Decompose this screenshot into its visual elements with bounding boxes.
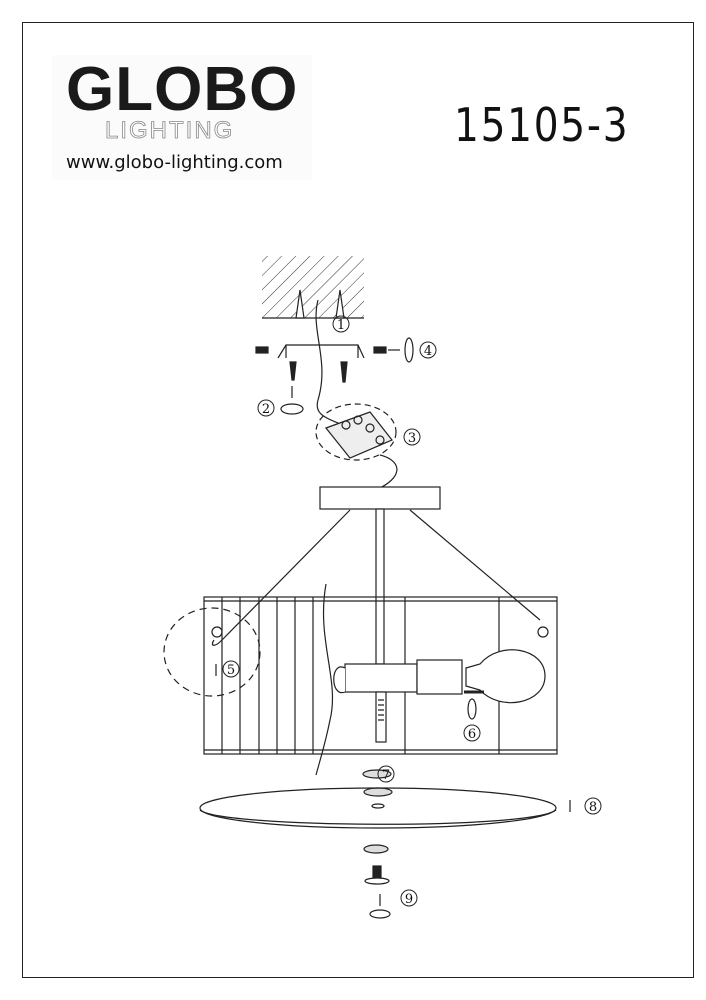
- power-cable: [379, 454, 398, 489]
- rotate-arrow-icon: [280, 403, 304, 415]
- step-4-label: 4: [424, 344, 432, 359]
- step-1-label: 1: [337, 318, 345, 333]
- screw-icon: [255, 346, 387, 383]
- step-9-label: 9: [405, 892, 413, 907]
- step-8-label: 8: [589, 800, 597, 815]
- ceiling-hatch: [262, 256, 364, 319]
- light-bulb-icon: [465, 649, 546, 704]
- suspension-wire: [409, 509, 541, 621]
- washer: [363, 787, 393, 797]
- detail-callout: [163, 607, 261, 697]
- glass-diffuser: [199, 787, 557, 829]
- center-rod: [375, 508, 385, 665]
- rotate-arrow-icon: [467, 698, 477, 720]
- wall-plug-icon: [295, 289, 345, 319]
- finial-nut: [364, 865, 390, 885]
- lamp-socket: [333, 659, 463, 743]
- canopy: [319, 486, 441, 510]
- brand-logo: GLOBO LIGHTING www.globo-lighting.com: [52, 55, 312, 180]
- step-labels: [222, 315, 602, 907]
- step-2-label: 2: [262, 402, 270, 417]
- washer: [363, 844, 389, 854]
- brand-subtitle: LIGHTING: [105, 117, 235, 145]
- hook-icon: [211, 626, 549, 646]
- washer-ring-icon: [404, 337, 414, 363]
- model-number: 15105-3: [454, 98, 630, 152]
- brand-name: GLOBO: [66, 55, 299, 124]
- rotate-arrow-icon: [369, 909, 391, 919]
- page-border: [22, 22, 694, 978]
- step-5-label: 5: [227, 663, 235, 678]
- terminal-block: [315, 403, 397, 461]
- brand-url: www.globo-lighting.com: [66, 152, 283, 173]
- power-cable: [315, 299, 351, 431]
- step-6-label: 6: [468, 727, 476, 742]
- mounting-bracket: [277, 344, 365, 359]
- washer: [362, 769, 392, 779]
- suspension-wire: [221, 509, 351, 641]
- step-7-label: 7: [382, 768, 390, 783]
- lamp-shade: [203, 583, 558, 776]
- step-3-label: 3: [408, 431, 416, 446]
